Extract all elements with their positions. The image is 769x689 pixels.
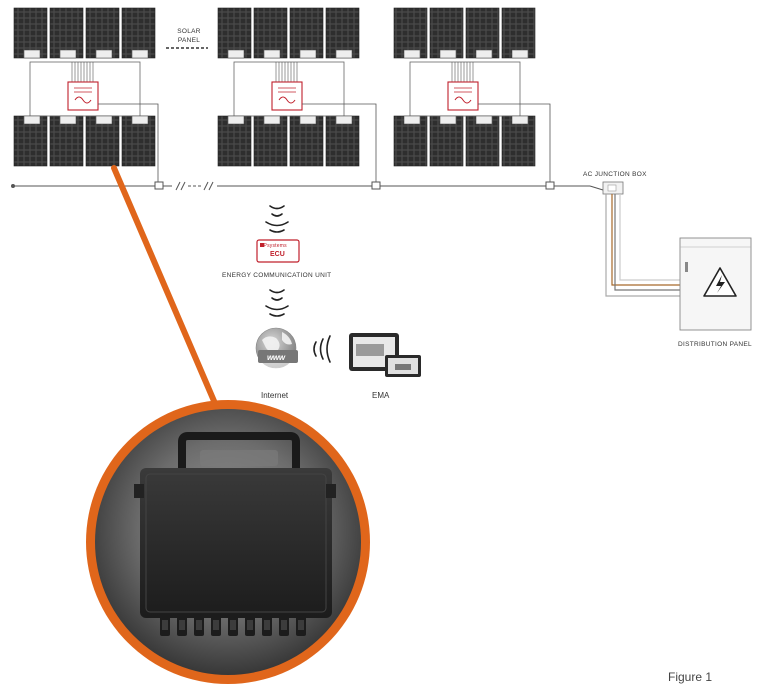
solar-panel-icon xyxy=(465,7,500,59)
solar-panel-icon xyxy=(501,7,536,59)
wireless-signal-icon xyxy=(265,205,289,233)
solar-panel-icon xyxy=(289,7,324,59)
solar-panel-icon xyxy=(429,7,464,59)
solar-array xyxy=(13,7,551,182)
panel-wiring xyxy=(605,194,680,297)
solar-panel-icon xyxy=(465,115,500,167)
solar-panel-icon xyxy=(49,7,84,59)
distribution-panel xyxy=(679,237,752,331)
solar-panel-icon xyxy=(13,7,48,59)
figure-caption: Figure 1 xyxy=(668,670,713,684)
solar-panel-icon xyxy=(393,7,428,59)
tablet-icon xyxy=(349,333,421,377)
microinverter-icon xyxy=(271,81,303,111)
high-voltage-icon xyxy=(703,267,737,297)
energy-communication-unit-label: ENERGY COMMUNICATION UNIT xyxy=(222,272,332,279)
solar-panel-icon xyxy=(393,115,428,167)
solar-panel-icon xyxy=(501,115,536,167)
ecu-device xyxy=(256,239,300,263)
solar-panel-icon xyxy=(253,7,288,59)
solar-panel-icon xyxy=(325,7,360,59)
ema-label: EMA xyxy=(372,391,390,400)
solar-panel-icon xyxy=(289,115,324,167)
solar-panel-icon xyxy=(49,115,84,167)
microinverter-icon xyxy=(447,81,479,111)
microinverter-icon xyxy=(67,81,99,111)
solar-panel-icon xyxy=(85,115,120,167)
ecu-brand-label: APsystems xyxy=(260,243,287,249)
ac-trunk-cable xyxy=(11,181,604,191)
ac-junction-box-label: AC JUNCTION BOX xyxy=(583,171,647,178)
solar-group xyxy=(393,7,551,182)
internet-label: Internet xyxy=(261,391,289,400)
wireless-signal-icon xyxy=(313,335,331,363)
www-label: www xyxy=(267,353,285,362)
solar-panel-icon xyxy=(121,115,156,167)
microinverter-icon xyxy=(134,432,336,636)
wireless-signal-icon xyxy=(265,289,289,317)
distribution-panel-label: DISTRIBUTION PANEL xyxy=(678,341,752,348)
solar-panel-icon xyxy=(325,115,360,167)
ac-junction-box xyxy=(602,181,624,195)
solar-panel-icon xyxy=(85,7,120,59)
solar-panel-icon xyxy=(217,7,252,59)
solar-panel-icon xyxy=(429,115,464,167)
solar-group xyxy=(13,7,159,182)
solar-panel-icon xyxy=(121,7,156,59)
solar-panel-icon xyxy=(253,115,288,167)
solar-panel-label: SOLAR PANEL xyxy=(177,28,201,44)
solar-group xyxy=(217,7,377,182)
globe-icon xyxy=(255,327,298,372)
ecu-label: ECU xyxy=(270,251,285,258)
solar-panel-icon xyxy=(217,115,252,167)
solar-panel-icon xyxy=(13,115,48,167)
